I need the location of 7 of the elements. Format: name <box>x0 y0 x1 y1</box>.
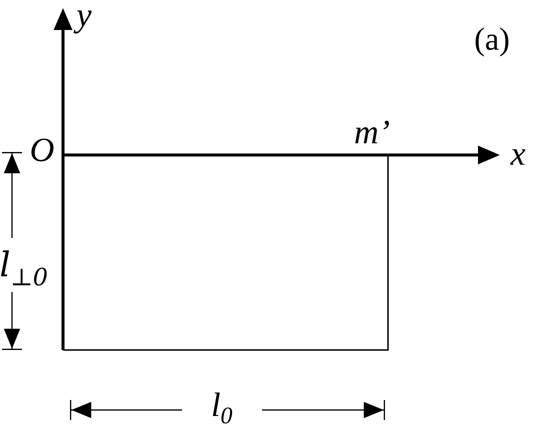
dimension-label: l$_{0}$ <box>212 392 232 424</box>
dimension-label: l$_{⊥0}$ <box>0 250 47 286</box>
panel-label: (a) <box>476 28 508 56</box>
axis-label: x <box>510 149 526 165</box>
origin-label: O <box>31 138 54 162</box>
axis-label: y <box>74 10 92 34</box>
point-label: m’ <box>355 120 389 144</box>
